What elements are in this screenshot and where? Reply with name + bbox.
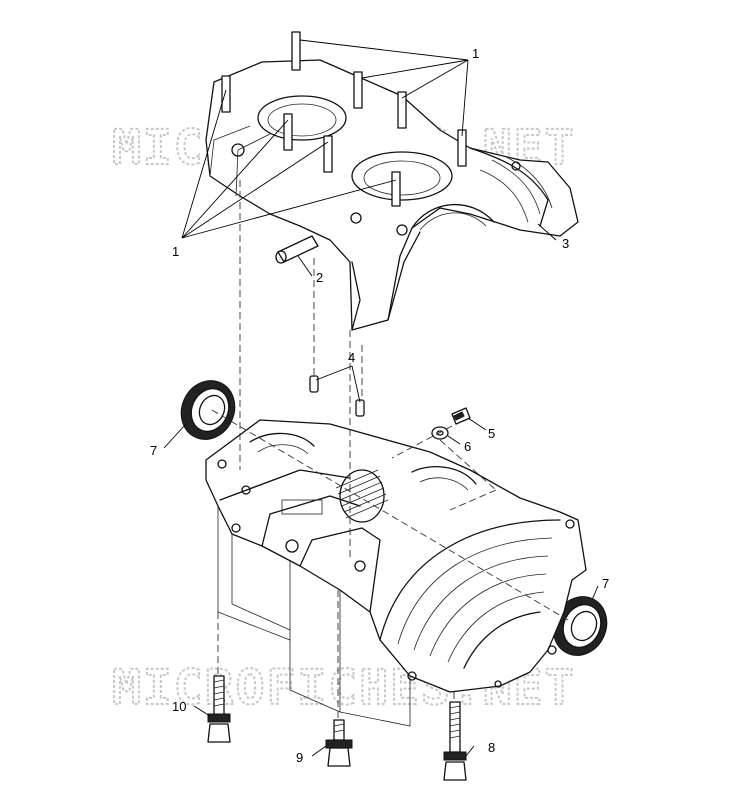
callout-8: 8 (488, 740, 495, 755)
callout-9: 9 (296, 750, 303, 765)
callout-labels: 1 1 2 3 4 5 6 7 7 8 9 10 (150, 46, 609, 765)
bolt-10 (207, 675, 231, 743)
callout-2: 2 (316, 270, 323, 285)
bolt-8 (443, 701, 467, 781)
callout-5: 5 (488, 426, 495, 441)
bolt-9 (325, 719, 353, 767)
callout-1-top: 1 (472, 46, 479, 61)
callout-3: 3 (562, 236, 569, 251)
callout-7-left: 7 (150, 443, 157, 458)
bolt-5 (451, 407, 471, 425)
dowel-pin-2 (275, 235, 319, 264)
callout-6: 6 (464, 439, 471, 454)
callout-4: 4 (348, 350, 355, 365)
lower-crankcase (205, 419, 587, 727)
upper-crankcase (205, 31, 579, 331)
leader-lines (163, 39, 599, 757)
crank-gear (335, 469, 389, 523)
washer-6 (431, 426, 449, 440)
callout-1-left: 1 (172, 244, 179, 259)
callout-7-right: 7 (602, 576, 609, 591)
assembly-lines (211, 180, 569, 722)
oil-seal-7-left (180, 380, 236, 440)
callout-10: 10 (172, 699, 186, 714)
